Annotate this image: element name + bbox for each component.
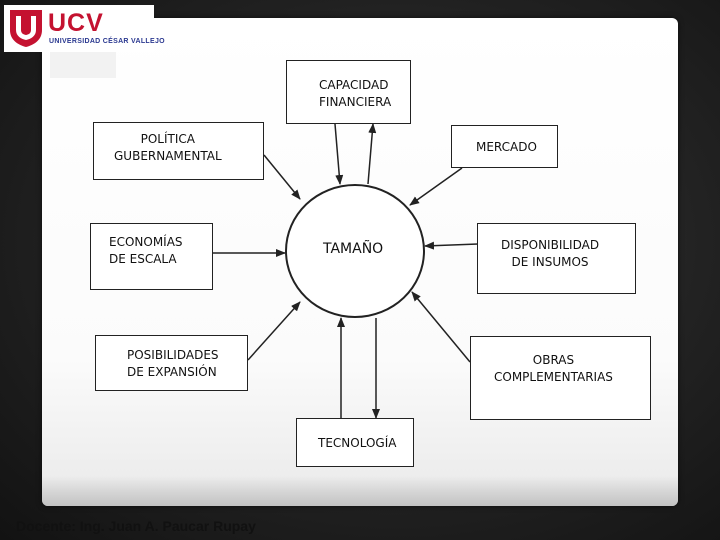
arrow-mercado-to-tamano xyxy=(409,167,463,206)
node-capacidad-financiera: CAPACIDAD FINANCIERA xyxy=(286,60,411,124)
arrow-obras-to-tamano xyxy=(411,291,471,363)
ucv-crest-icon xyxy=(10,10,42,47)
node-label: ECONOMÍAS DE ESCALA xyxy=(109,235,183,266)
arrow-capacidad-to-tamano xyxy=(334,123,344,185)
logo-subtitle: UNIVERSIDAD CÉSAR VALLEJO xyxy=(49,38,165,45)
node-economias-de-escala: ECONOMÍAS DE ESCALA xyxy=(90,223,213,290)
node-label: POLÍTICA GUBERNAMENTAL xyxy=(114,132,222,163)
arrow-tamano-to-capacidad xyxy=(367,123,377,185)
node-tecnologia: TECNOLOGÍA xyxy=(296,418,414,467)
ucv-logo: UCV UNIVERSIDAD CÉSAR VALLEJO xyxy=(4,5,165,52)
arrow-politica-to-tamano xyxy=(263,154,301,200)
arrow-disponibilidad-to-tamano xyxy=(424,241,479,250)
node-obras-complementarias: OBRAS COMPLEMENTARIAS xyxy=(470,336,651,420)
footer-docente: Docente: Ing. Juan A. Paucar Rupay xyxy=(16,518,256,534)
node-mercado: MERCADO xyxy=(451,125,558,168)
node-label: DISPONIBILIDAD DE INSUMOS xyxy=(501,238,600,269)
node-label: TECNOLOGÍA xyxy=(318,436,397,450)
node-label: OBRAS COMPLEMENTARIAS xyxy=(494,353,613,384)
node-label: POSIBILIDADES DE EXPANSIÓN xyxy=(127,348,219,379)
center-node-tamano: TAMAÑO xyxy=(285,184,425,318)
logo-wordmark: UCV xyxy=(48,9,104,37)
logo-backdrop xyxy=(50,52,116,78)
node-posibilidades-de-expansion: POSIBILIDADES DE EXPANSIÓN xyxy=(95,335,248,391)
node-politica-gubernamental: POLÍTICA GUBERNAMENTAL xyxy=(93,122,264,180)
node-disponibilidad-de-insumos: DISPONIBILIDAD DE INSUMOS xyxy=(477,223,636,294)
center-label: TAMAÑO xyxy=(323,241,384,257)
node-label: MERCADO xyxy=(476,140,537,154)
node-label: CAPACIDAD FINANCIERA xyxy=(319,78,392,109)
arrow-expansion-to-tamano xyxy=(247,301,301,361)
